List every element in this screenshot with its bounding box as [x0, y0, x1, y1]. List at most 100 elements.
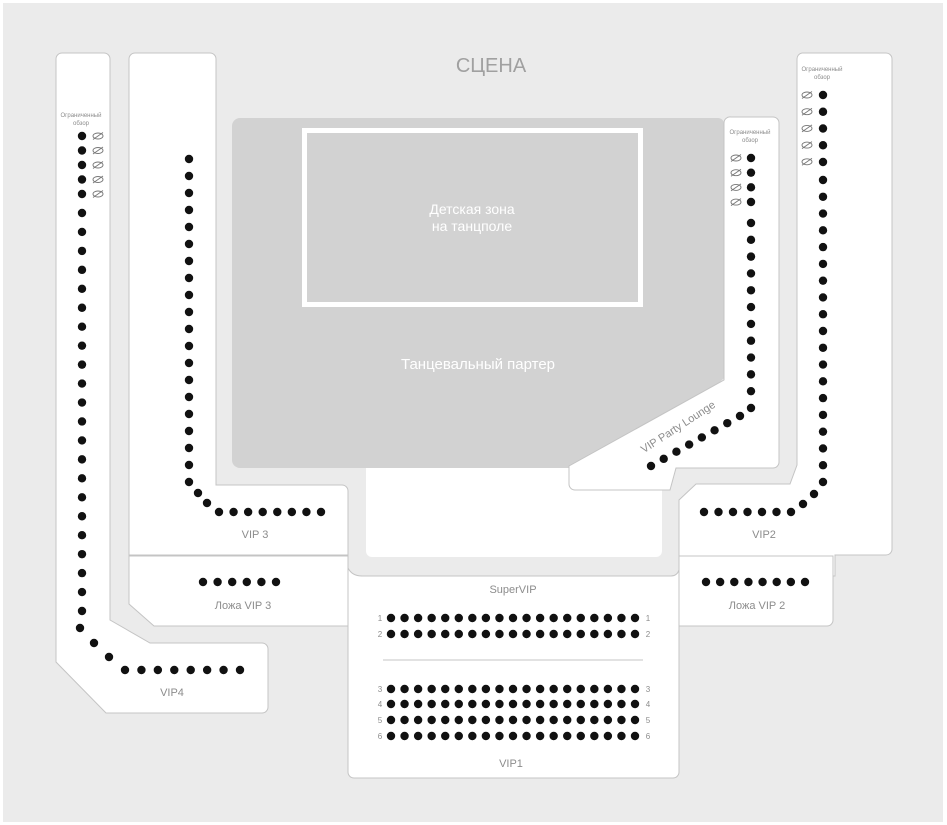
seat[interactable] [184, 171, 194, 181]
seat[interactable] [77, 189, 87, 199]
seat[interactable] [746, 269, 756, 278]
seat[interactable] [772, 577, 781, 587]
seat[interactable] [77, 341, 87, 350]
section-vip-party-lounge[interactable] [568, 116, 780, 491]
seat[interactable] [89, 638, 99, 648]
seat[interactable] [576, 629, 585, 639]
seat[interactable] [202, 498, 212, 508]
seat[interactable] [743, 507, 752, 517]
seat[interactable] [468, 731, 477, 741]
seat[interactable] [701, 577, 711, 587]
seat[interactable] [818, 377, 828, 386]
seat[interactable] [386, 699, 396, 709]
seat[interactable] [400, 699, 409, 709]
seat[interactable] [413, 715, 423, 725]
kids-zone-inner[interactable] [307, 133, 638, 302]
seat[interactable] [481, 629, 491, 639]
seat[interactable] [630, 613, 640, 623]
seat[interactable] [549, 629, 558, 639]
seat[interactable] [590, 715, 599, 725]
seat[interactable] [184, 222, 194, 232]
seat[interactable] [170, 665, 179, 675]
section-vip2[interactable] [678, 52, 893, 577]
seat[interactable] [818, 326, 828, 336]
seat[interactable] [386, 684, 396, 694]
seat[interactable] [746, 403, 756, 413]
seat[interactable] [481, 699, 491, 709]
seat[interactable] [603, 613, 613, 623]
seat[interactable] [468, 699, 477, 709]
seat[interactable] [818, 90, 828, 100]
seat[interactable] [746, 386, 756, 396]
seat[interactable] [786, 507, 796, 517]
section-vip3[interactable] [128, 52, 349, 556]
seat[interactable] [184, 426, 194, 436]
seat[interactable] [77, 474, 87, 483]
section-super-vip[interactable] [347, 567, 680, 779]
seat[interactable] [630, 715, 640, 725]
seat[interactable] [758, 577, 767, 587]
seat[interactable] [798, 499, 808, 509]
seat[interactable] [818, 461, 828, 470]
seat[interactable] [184, 205, 194, 215]
seat[interactable] [184, 443, 194, 453]
seat[interactable] [77, 379, 87, 388]
seat[interactable] [818, 107, 828, 116]
seat[interactable] [630, 699, 640, 709]
seat[interactable] [257, 577, 266, 587]
seat[interactable] [563, 629, 572, 639]
seat[interactable] [818, 393, 828, 403]
seat[interactable] [413, 699, 423, 709]
seat[interactable] [77, 568, 87, 578]
seat[interactable] [818, 175, 828, 185]
seat[interactable] [723, 418, 732, 428]
seat[interactable] [153, 665, 163, 675]
seat[interactable] [730, 577, 739, 587]
seat[interactable] [77, 417, 87, 426]
seat[interactable] [549, 715, 558, 725]
seat[interactable] [590, 731, 599, 741]
seat[interactable] [617, 699, 626, 709]
seat[interactable] [746, 153, 756, 163]
seat[interactable] [77, 265, 87, 275]
section-super-vip-shape[interactable] [347, 567, 680, 779]
seat[interactable] [184, 256, 194, 266]
section-loge-vip3[interactable] [128, 555, 349, 627]
seat[interactable] [590, 613, 599, 623]
seat[interactable] [186, 665, 195, 675]
seat[interactable] [454, 629, 463, 639]
seat[interactable] [522, 629, 531, 639]
seat[interactable] [818, 242, 828, 252]
seat[interactable] [495, 715, 504, 725]
seat[interactable] [481, 731, 491, 741]
seat[interactable] [508, 629, 518, 639]
seat[interactable] [454, 613, 463, 623]
seat[interactable] [522, 684, 531, 694]
seat[interactable] [603, 731, 613, 741]
seat[interactable] [77, 587, 87, 597]
seat[interactable] [697, 433, 707, 442]
seat[interactable] [184, 477, 194, 487]
seat[interactable] [202, 665, 212, 675]
seat[interactable] [646, 461, 656, 471]
seat[interactable] [77, 455, 87, 464]
seat[interactable] [184, 290, 194, 300]
seat[interactable] [77, 549, 87, 559]
seat[interactable] [184, 188, 194, 198]
seat[interactable] [316, 507, 326, 517]
seat[interactable] [786, 577, 796, 587]
seat[interactable] [818, 293, 828, 302]
seat[interactable] [746, 197, 756, 207]
seat[interactable] [617, 684, 626, 694]
seat[interactable] [184, 460, 194, 470]
seat[interactable] [77, 208, 87, 218]
seat[interactable] [746, 235, 756, 245]
seat[interactable] [576, 731, 585, 741]
seat[interactable] [77, 398, 87, 407]
seat[interactable] [746, 319, 756, 329]
seat[interactable] [184, 307, 194, 317]
section-loge-vip3-shape[interactable] [128, 555, 349, 627]
seat[interactable] [563, 731, 572, 741]
seat[interactable] [746, 370, 756, 379]
seat[interactable] [818, 192, 828, 201]
